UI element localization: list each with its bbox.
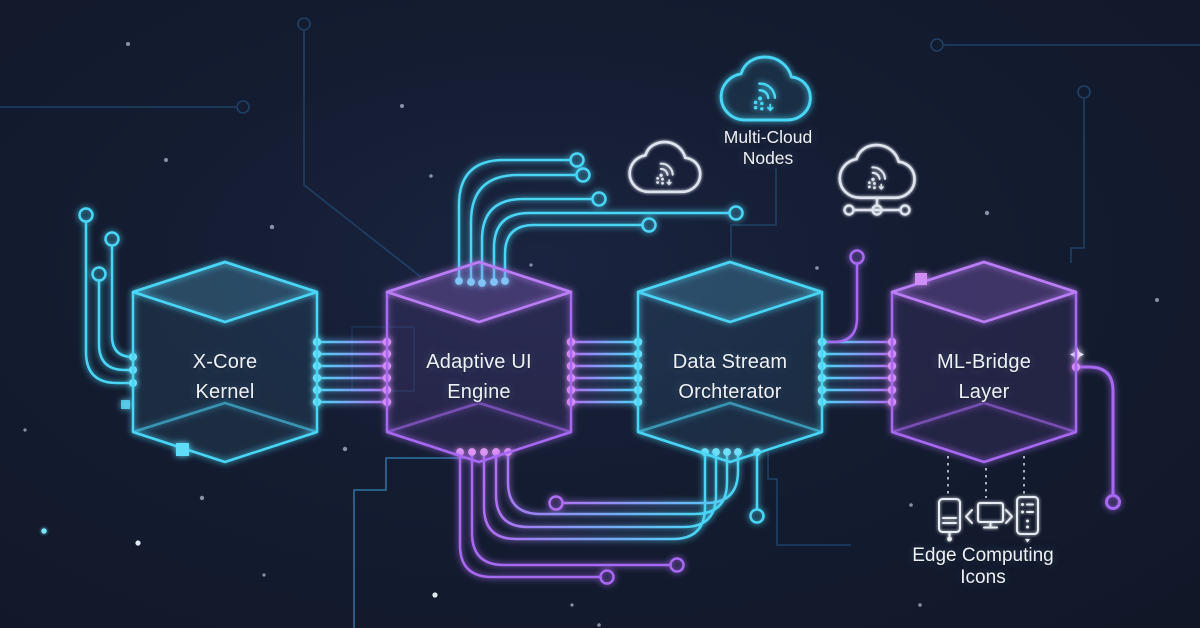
wire-bundle-3-4 [817,249,897,407]
wire-bundle-bottom [456,448,765,585]
chevron-left-icon [965,509,973,524]
dotted-drop-lines [947,456,1025,498]
chevron-right-icon [1005,509,1013,524]
star-dots [23,42,1159,627]
monitor-icon [977,502,1004,529]
edge-computing-icons [938,496,1039,543]
cloud-wifi-icon-main [719,55,812,122]
edge-marker [121,400,130,409]
cloud-wifi-icon-left [628,140,702,194]
edge-marker [915,273,927,285]
cloud-wifi-icon-right [838,143,916,216]
background-trace-bright [353,457,470,628]
node-cube-x-core-kernel [121,260,319,464]
server-rack-icon [1016,496,1039,543]
wire-bundle-2-3 [566,337,643,407]
node-cube-data-stream-orchterator [636,260,824,464]
node-cube-adaptive-ui-engine [385,260,573,464]
wire-bundle-left-input [78,207,137,387]
tablet-device-icon [938,498,961,542]
wire-ml-bridge-output [1070,347,1121,510]
network-tree-icon [843,199,911,216]
edge-marker [176,443,189,456]
node-cube-ml-bridge-layer [890,260,1078,464]
